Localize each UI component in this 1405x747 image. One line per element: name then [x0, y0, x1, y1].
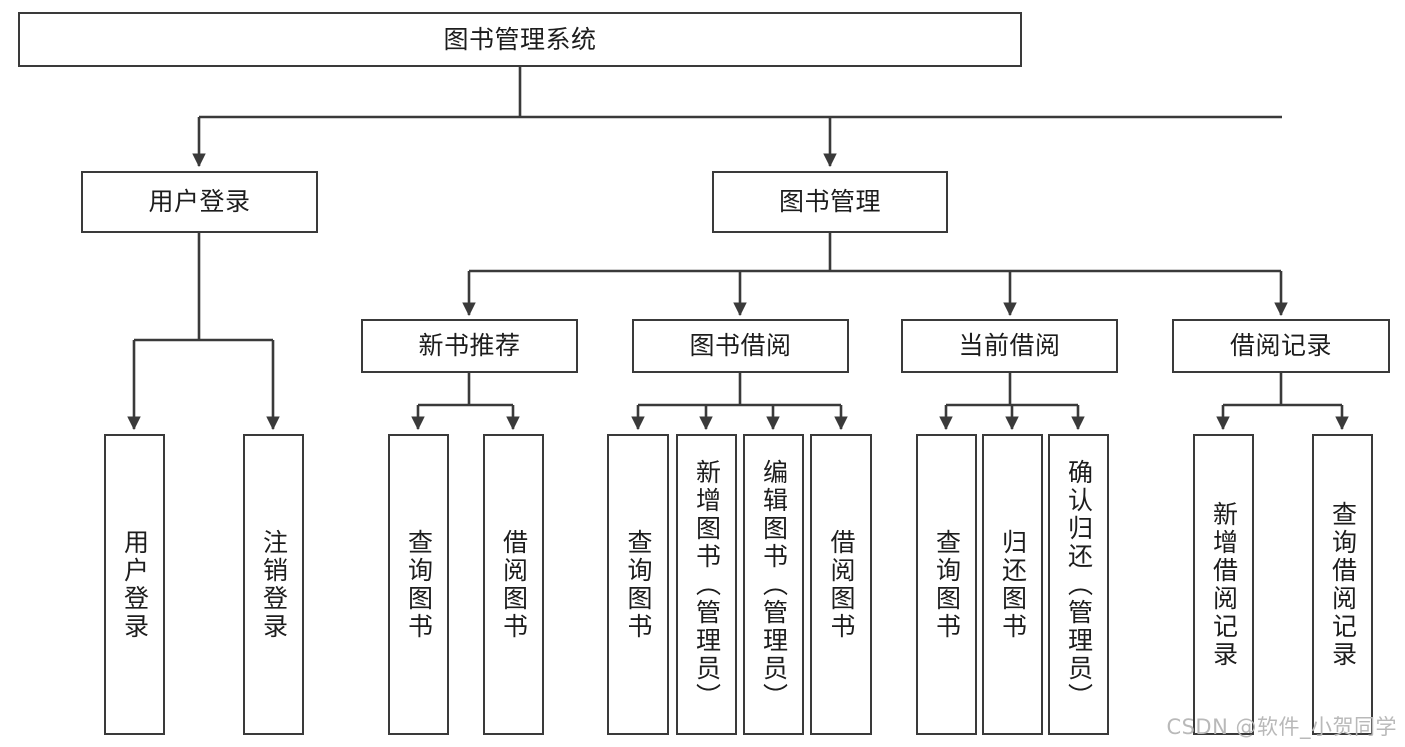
node-leaf-return-book[interactable]: 归还图书: [982, 434, 1043, 735]
node-leaf-logout-login[interactable]: 注销登录: [243, 434, 304, 735]
node-leaf-query-book-2-label: 查询图书: [624, 528, 653, 641]
node-root-label: 图书管理系统: [443, 24, 597, 54]
node-leaf-edit-book-label: 编辑图书（管理员）: [759, 458, 789, 711]
node-leaf-query-record[interactable]: 查询借阅记录: [1312, 434, 1373, 735]
node-user-login-label: 用户登录: [148, 187, 251, 217]
node-new-book-recommend-label: 新书推荐: [418, 331, 521, 361]
node-leaf-query-book-1[interactable]: 查询图书: [388, 434, 449, 735]
node-book-borrow-label: 图书借阅: [689, 331, 792, 361]
node-leaf-confirm-return[interactable]: 确认归还（管理员）: [1048, 434, 1109, 735]
node-leaf-user-login[interactable]: 用户登录: [104, 434, 165, 735]
node-current-borrow[interactable]: 当前借阅: [901, 319, 1118, 373]
node-leaf-add-book[interactable]: 新增图书（管理员）: [676, 434, 737, 735]
node-leaf-borrow-book-2-label: 借阅图书: [827, 528, 856, 641]
node-leaf-borrow-book-2[interactable]: 借阅图书: [810, 434, 872, 735]
node-leaf-user-login-label: 用户登录: [120, 528, 150, 641]
node-leaf-query-book-1-label: 查询图书: [404, 528, 434, 641]
node-leaf-borrow-book-1[interactable]: 借阅图书: [483, 434, 544, 735]
node-leaf-query-book-3-label: 查询图书: [932, 528, 962, 641]
node-root-system[interactable]: 图书管理系统: [18, 12, 1022, 67]
node-new-book-recommend[interactable]: 新书推荐: [361, 319, 578, 373]
node-leaf-return-book-label: 归还图书: [998, 528, 1028, 641]
csdn-watermark: CSDN @软件_小贺同学: [1166, 715, 1397, 739]
node-leaf-query-book-3[interactable]: 查询图书: [916, 434, 977, 735]
node-borrow-record-label: 借阅记录: [1229, 331, 1332, 361]
node-book-borrow[interactable]: 图书借阅: [632, 319, 849, 373]
node-leaf-add-record-label: 新增借阅记录: [1209, 500, 1239, 669]
node-book-manage[interactable]: 图书管理: [712, 171, 948, 233]
node-book-manage-label: 图书管理: [778, 187, 881, 217]
node-current-borrow-label: 当前借阅: [958, 331, 1061, 361]
node-borrow-record[interactable]: 借阅记录: [1172, 319, 1390, 373]
node-leaf-add-book-label: 新增图书（管理员）: [692, 458, 722, 711]
node-leaf-add-record[interactable]: 新增借阅记录: [1193, 434, 1254, 735]
node-leaf-confirm-return-label: 确认归还（管理员）: [1064, 458, 1094, 711]
node-leaf-logout-login-label: 注销登录: [259, 528, 289, 641]
node-leaf-query-book-2[interactable]: 查询图书: [607, 434, 669, 735]
node-leaf-borrow-book-1-label: 借阅图书: [499, 528, 529, 641]
node-user-login[interactable]: 用户登录: [81, 171, 318, 233]
node-leaf-query-record-label: 查询借阅记录: [1328, 500, 1358, 669]
node-leaf-edit-book[interactable]: 编辑图书（管理员）: [743, 434, 804, 735]
